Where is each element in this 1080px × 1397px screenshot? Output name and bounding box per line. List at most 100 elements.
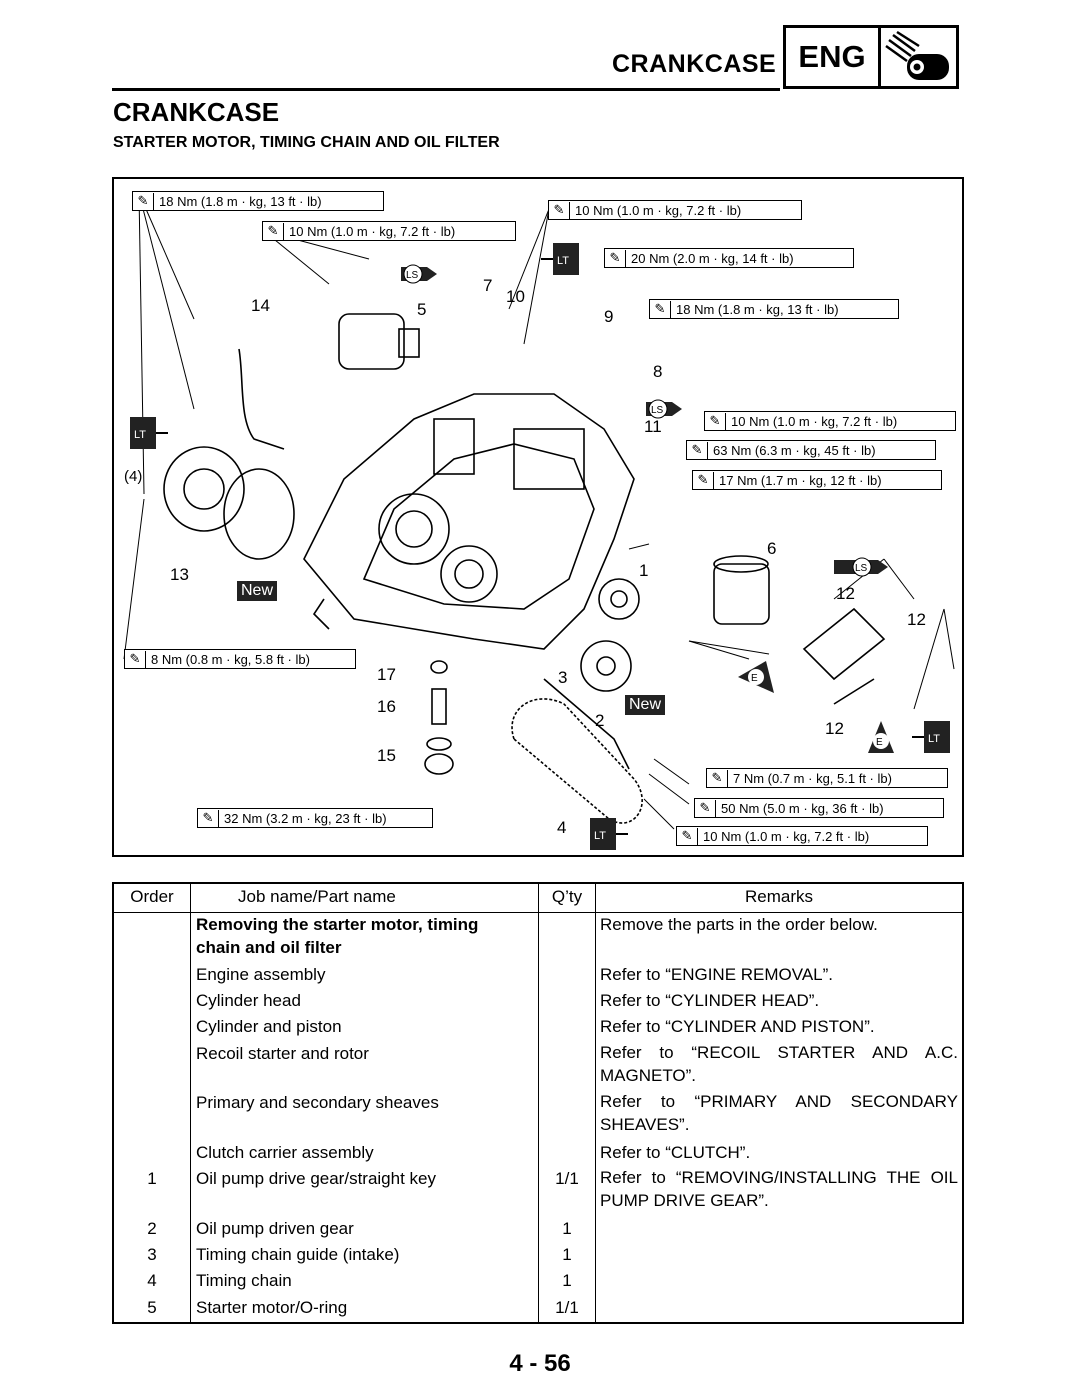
engine-illustration <box>123 192 955 830</box>
table-cell-job: Engine assembly <box>196 965 326 984</box>
callout-number: 6 <box>767 539 777 558</box>
table-cell-remarks: Refer to “CYLINDER AND PISTON”. <box>600 1017 875 1036</box>
callout-number: 1 <box>639 561 649 580</box>
callout-number: 3 <box>558 668 568 687</box>
torque-label: ✎10 Nm (1.0 m · kg, 7.2 ft · lb) <box>548 200 802 220</box>
callout-number: 12 <box>836 584 855 603</box>
sealant-icon: LS <box>834 557 888 577</box>
callout-number: 16 <box>377 697 396 716</box>
callout-number: 15 <box>377 746 396 765</box>
table-cell-qty: 1 <box>562 1219 572 1238</box>
svg-text:LS: LS <box>651 405 664 416</box>
column-divider <box>538 884 539 1322</box>
table-cell-job: Removing the starter motor, timing <box>196 915 479 934</box>
callout-number: 2 <box>595 711 605 730</box>
sealant-icon: LS <box>646 399 682 419</box>
table-cell-order: 5 <box>147 1298 157 1317</box>
callout-number: 11 <box>644 417 662 436</box>
callout-number: 12 <box>907 610 926 629</box>
torque-label: ✎32 Nm (3.2 m · kg, 23 ft · lb) <box>197 808 433 828</box>
header-qty: Q’ty <box>551 887 583 906</box>
eng-badge-text: ENG <box>786 28 881 86</box>
table-cell-remarks: Refer to “PRIMARY AND SECONDARY SHEAVES”… <box>600 1092 958 1134</box>
table-cell-job: Cylinder and piston <box>196 1017 342 1036</box>
svg-text:E: E <box>751 673 758 684</box>
section-title: CRANKCASE <box>612 50 777 78</box>
wrench-icon: ✎ <box>677 827 698 845</box>
torque-label: ✎63 Nm (6.3 m · kg, 45 ft · lb) <box>686 440 936 460</box>
svg-text:LS: LS <box>855 563 868 574</box>
locktite-icon: LT <box>130 417 168 449</box>
table-cell-job: Timing chain <box>196 1271 292 1290</box>
table-cell-order: 1 <box>147 1169 157 1188</box>
engine-oil-icon: E <box>868 721 894 753</box>
torque-label: ✎50 Nm (5.0 m · kg, 36 ft · lb) <box>694 798 944 818</box>
table-cell-qty: 1 <box>562 1245 572 1264</box>
table-cell-remarks: Refer to “CLUTCH”. <box>600 1143 751 1162</box>
callout-number: 10 <box>506 287 525 306</box>
table-cell-order: 2 <box>147 1219 157 1238</box>
callout-number: (4) <box>124 468 143 485</box>
torque-label: ✎7 Nm (0.7 m · kg, 5.1 ft · lb) <box>706 768 948 788</box>
table-cell-job: Oil pump driven gear <box>196 1219 354 1238</box>
wrench-icon: ✎ <box>707 769 728 787</box>
wrench-icon: ✎ <box>133 192 154 210</box>
table-cell-job: Oil pump drive gear/straight key <box>196 1169 436 1188</box>
svg-text:LT: LT <box>557 255 569 267</box>
table-cell-job: Recoil starter and rotor <box>196 1044 369 1063</box>
header-job: Job name/Part name <box>238 887 396 906</box>
callout-number: 8 <box>653 362 663 381</box>
engine-icon <box>885 30 949 80</box>
torque-label: ✎18 Nm (1.8 m · kg, 13 ft · lb) <box>649 299 899 319</box>
wrench-icon: ✎ <box>263 222 284 240</box>
torque-label: ✎18 Nm (1.8 m · kg, 13 ft · lb) <box>132 191 384 211</box>
wrench-icon: ✎ <box>693 471 714 489</box>
svg-text:LT: LT <box>928 733 940 745</box>
table-cell-qty: 1/1 <box>555 1298 579 1317</box>
table-cell-remarks: Refer to “ENGINE REMOVAL”. <box>600 965 834 984</box>
eng-badge: ENG <box>783 25 959 89</box>
locktite-icon: LT <box>590 818 628 850</box>
svg-text:LS: LS <box>406 270 419 281</box>
header-rule <box>112 88 780 91</box>
wrench-icon: ✎ <box>198 809 219 827</box>
wrench-icon: ✎ <box>650 300 671 318</box>
new-part-badge: New <box>625 695 666 715</box>
wrench-icon: ✎ <box>125 650 146 668</box>
callout-number: 14 <box>251 296 270 315</box>
torque-label: ✎20 Nm (2.0 m · kg, 14 ft · lb) <box>604 248 854 268</box>
table-cell-job: Clutch carrier assembly <box>196 1143 374 1162</box>
wrench-icon: ✎ <box>605 249 626 267</box>
torque-label: ✎17 Nm (1.7 m · kg, 12 ft · lb) <box>692 470 942 490</box>
table-cell-job: chain and oil filter <box>196 938 342 957</box>
locktite-icon: LT <box>912 721 950 753</box>
wrench-icon: ✎ <box>705 412 726 430</box>
table-cell-qty: 1 <box>562 1271 572 1290</box>
engine-oil-icon: E <box>738 661 774 693</box>
svg-text:E: E <box>876 737 883 748</box>
locktite-icon: LT <box>541 243 579 275</box>
column-divider <box>595 884 596 1322</box>
header-order: Order <box>130 887 174 906</box>
table-cell-remarks: Refer to “RECOIL STARTER AND A.C. MAGNET… <box>600 1043 958 1085</box>
table-cell-job: Timing chain guide (intake) <box>196 1245 400 1264</box>
torque-label: ✎10 Nm (1.0 m · kg, 7.2 ft · lb) <box>262 221 516 241</box>
svg-text:LT: LT <box>594 830 606 842</box>
table-cell-remarks: Refer to “REMOVING/INSTALLING THE OIL PU… <box>600 1168 958 1210</box>
table-cell-remarks: Remove the parts in the order below. <box>600 915 878 934</box>
callout-number: 13 <box>170 565 189 584</box>
callout-number: 12 <box>825 719 844 738</box>
table-cell-remarks: Refer to “CYLINDER HEAD”. <box>600 991 820 1010</box>
callout-number: 17 <box>377 665 396 684</box>
table-cell-job: Primary and secondary sheaves <box>196 1093 439 1112</box>
torque-label: ✎10 Nm (1.0 m · kg, 7.2 ft · lb) <box>676 826 928 846</box>
new-part-badge: New <box>237 581 278 601</box>
torque-label: ✎10 Nm (1.0 m · kg, 7.2 ft · lb) <box>704 411 956 431</box>
callout-number: 9 <box>604 307 614 326</box>
column-divider <box>190 884 191 1322</box>
page-subtitle: STARTER MOTOR, TIMING CHAIN AND OIL FILT… <box>113 134 500 151</box>
parts-table: Order Job name/Part name Q’ty Remarks Re… <box>112 882 964 1324</box>
wrench-icon: ✎ <box>687 441 708 459</box>
table-cell-qty: 1/1 <box>555 1169 579 1188</box>
callout-number: 5 <box>417 300 427 319</box>
